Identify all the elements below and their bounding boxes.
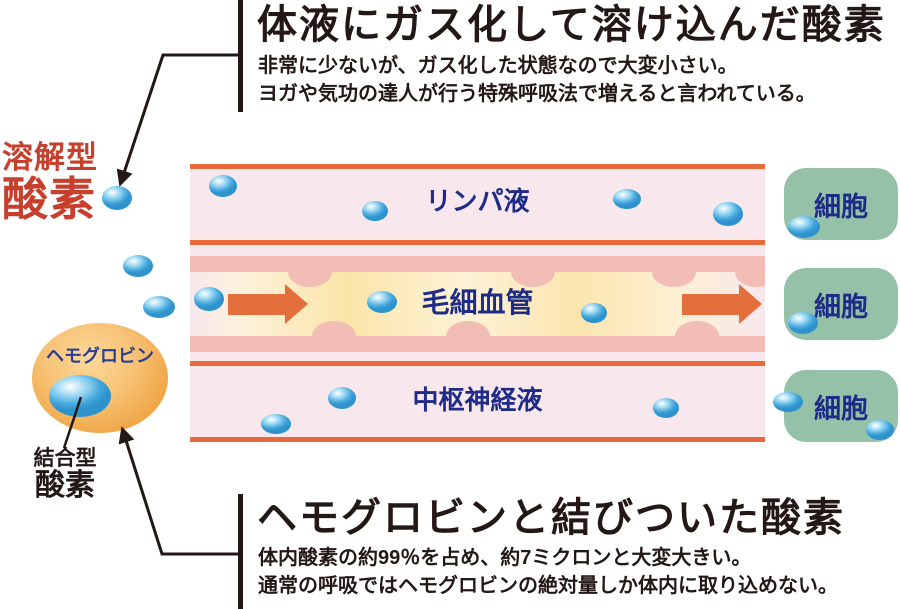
flow-arrow-left-shaft: [228, 294, 286, 315]
oxygen-sphere: [261, 414, 291, 434]
cell-box-2-label: 細胞: [814, 291, 868, 322]
flow-arrow-left-head: [285, 284, 308, 324]
oxygen-sphere: [123, 255, 153, 277]
capillary-wall-bump: [288, 257, 332, 287]
bound-oxygen-label-line2: 酸素: [35, 469, 95, 502]
cell-box-3-label: 細胞: [814, 393, 868, 424]
oxygen-sphere: [362, 201, 388, 221]
oxygen-sphere: [367, 291, 397, 313]
flow-arrow-right-shaft: [682, 294, 740, 315]
capillary-label: 毛細血管: [421, 287, 534, 318]
dissolved-oxygen-label-line1: 溶解型: [2, 140, 98, 175]
oxygen-sphere: [102, 186, 132, 210]
bound-oxygen-label-line1: 結合型: [33, 447, 97, 470]
hemoglobin-label: ヘモグロビン: [46, 346, 154, 366]
bottom-connector-arrow: [118, 426, 241, 556]
bound-oxygen-label: 結合型 酸素: [26, 446, 104, 501]
dissolved-oxygen-label-line2: 酸素: [2, 173, 96, 225]
hemoglobin-ellipse: ヘモグロビン: [32, 323, 168, 433]
oxygen-sphere: [209, 175, 237, 197]
oxygen-sphere: [866, 420, 894, 440]
lymph-fluid-label: リンパ液: [425, 186, 530, 216]
oxygen-sphere: [143, 296, 175, 318]
capillary-wall-bump: [735, 257, 765, 287]
capillary-wall-bump: [446, 321, 490, 351]
oxygen-sphere: [49, 375, 111, 417]
oxygen-sphere: [653, 398, 679, 418]
cns-border-top: [190, 361, 765, 366]
bottom-title: ヘモグロビンと結びついた酸素: [257, 496, 845, 540]
flow-arrow-left: [228, 284, 308, 324]
dissolved-oxygen-label: 溶解型 酸素: [2, 140, 98, 225]
top-desc-line2: ヨガや気功の達人が行う特殊呼吸法で増えると言われている。: [258, 83, 816, 105]
capillary-wall-bump: [675, 321, 719, 351]
bottom-desc-line1: 体内酸素の約99％を占め、約7ミクロンと大変大きい。: [258, 547, 752, 569]
capillary-wall-bump: [511, 257, 555, 287]
flow-arrow-right: [682, 284, 762, 324]
body-fluid-band: リンパ液 毛細血管 中枢神経液: [190, 164, 765, 442]
oxygen-sphere: [613, 189, 641, 209]
bottom-title-bar: [238, 494, 243, 609]
oxygen-sphere: [788, 216, 820, 238]
cell-box-1-label: 細胞: [814, 191, 868, 222]
cell-box-2: 細胞: [784, 268, 898, 340]
band-border-top: [190, 164, 765, 169]
bottom-desc-line2: 通常の呼吸ではヘモグロビンの絶対量しか体内に取り込めない。: [258, 575, 838, 597]
oxygen-sphere: [788, 312, 818, 334]
oxygen-sphere: [328, 387, 356, 409]
top-title-bar: [238, 0, 243, 112]
top-desc-line1: 非常に少ないが、ガス化した状態なので大変小さい。: [258, 55, 738, 77]
top-connector-arrow: [116, 53, 241, 187]
oxygen-sphere: [194, 287, 224, 311]
cns-fluid-label: 中枢神経液: [412, 385, 543, 415]
flow-arrow-right-head: [739, 284, 762, 324]
band-border-bottom: [190, 437, 765, 442]
capillary-wall-bump: [312, 321, 356, 351]
oxygen-sphere: [581, 303, 607, 323]
lymph-border-bottom: [190, 240, 765, 245]
top-title: 体液にガス化して溶け込んだ酸素: [257, 3, 886, 47]
oxygen-sphere: [773, 392, 803, 412]
oxygen-sphere: [713, 202, 743, 226]
capillary-wall-bump: [652, 257, 696, 287]
